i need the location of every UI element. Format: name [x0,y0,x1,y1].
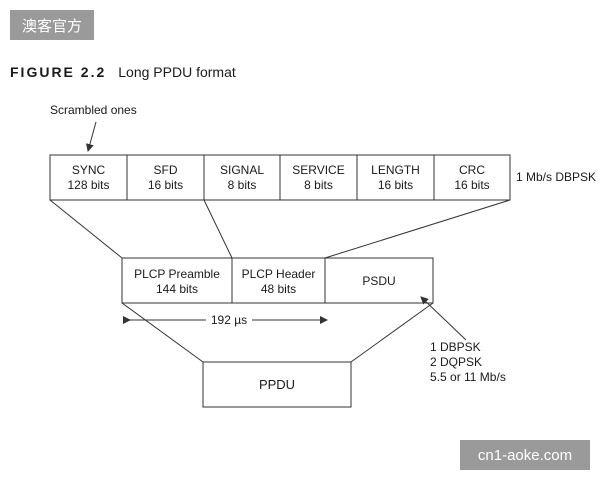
figure-title: FIGURE 2.2 Long PPDU format [10,64,236,80]
top-field-length: LENGTH 16 bits [356,154,435,201]
psdu-rate-1: 1 DBPSK [430,340,481,354]
middle-field-size: 48 bits [261,282,296,296]
psdu-rate-2: 2 DQPSK [430,355,482,369]
scrambled-ones-arrow [86,121,97,152]
ppdu-box: PPDU [202,361,352,408]
top-field-crc: CRC 16 bits [433,154,511,201]
duration-label-bg [206,311,252,329]
top-rate-label: 1 Mb/s DBPSK [516,170,596,184]
middle-field-name: PSDU [362,274,395,288]
duration-label: 192 µs [211,313,247,327]
top-field-sync: SYNC 128 bits [49,154,128,201]
top-field-size: 16 bits [148,178,183,192]
top-field-size: 16 bits [378,178,413,192]
figure-name: Long PPDU format [118,64,236,80]
connector-header-right [324,199,511,259]
connector-header-left [203,199,233,259]
psdu-rate-3: 5.5 or 11 Mb/s [430,370,506,384]
middle-field-plcp-preamble: PLCP Preamble 144 bits [121,257,233,304]
watermark-top: 澳客官方 [10,10,94,40]
connector-ppdu-left [121,302,204,363]
figure-label: FIGURE 2.2 [10,64,107,80]
middle-field-name: PLCP Preamble [134,267,220,281]
connector-ppdu-right [350,302,434,363]
middle-field-name: PLCP Header [242,267,316,281]
top-field-name: SFD [154,163,178,177]
top-field-name: SIGNAL [220,163,264,177]
top-field-signal: SIGNAL 8 bits [203,154,281,201]
top-field-size: 128 bits [67,178,109,192]
top-field-size: 8 bits [304,178,333,192]
top-field-name: SYNC [72,163,106,177]
middle-field-psdu: PSDU [324,257,434,304]
middle-field-plcp-header: PLCP Header 48 bits [231,257,326,304]
psdu-rate-arrow [420,296,467,341]
top-field-size: 16 bits [454,178,489,192]
connector-left [49,199,123,259]
top-field-name: CRC [459,163,485,177]
top-field-sfd: SFD 16 bits [126,154,205,201]
watermark-bottom: cn1-aoke.com [460,440,590,470]
top-field-name: LENGTH [371,163,420,177]
top-field-name: SERVICE [292,163,344,177]
top-field-service: SERVICE 8 bits [279,154,358,201]
ppdu-label: PPDU [259,377,295,392]
scrambled-ones-label: Scrambled ones [50,103,137,117]
top-field-size: 8 bits [228,178,257,192]
middle-field-size: 144 bits [156,282,198,296]
